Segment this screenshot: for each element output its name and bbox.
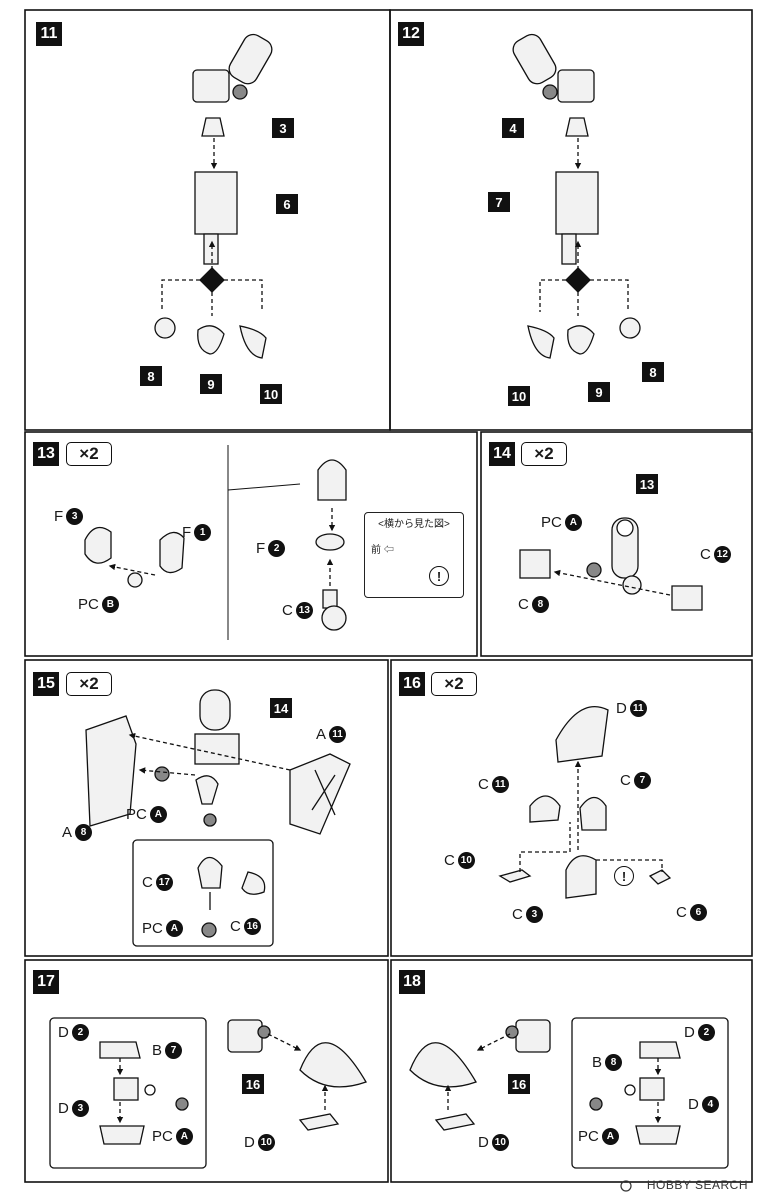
part-tag: 14: [270, 698, 292, 718]
step11-drawing: [154, 33, 273, 359]
part-tag: 13: [636, 474, 658, 494]
part-tag: 9: [588, 382, 610, 402]
step-number-15: 15: [33, 672, 59, 696]
step18-drawing: [409, 1017, 729, 1169]
part-tag: 4: [502, 118, 524, 138]
quantity-badge-14: ×2: [521, 442, 567, 466]
step12-drawing: [512, 33, 641, 359]
step-number-17: 17: [33, 970, 59, 994]
step-number-18: 18: [399, 970, 425, 994]
watermark-text: HOBBY SEARCH: [646, 1178, 748, 1192]
side-view-box: <横から見た図> 前 ⇦: [364, 512, 464, 598]
panel-frames: [24, 9, 753, 1183]
part-tag: 16: [508, 1074, 530, 1094]
part-tag: 10: [508, 386, 530, 406]
part-tag: 10: [260, 384, 282, 404]
step-number-12: 12: [398, 22, 424, 46]
step-number-11: 11: [36, 22, 62, 46]
part-tag: 8: [140, 366, 162, 386]
quantity-badge-16: ×2: [431, 672, 477, 696]
step16-drawing: [498, 705, 672, 899]
side-view-title: <横から見た図>: [378, 519, 450, 530]
step17-drawing: [49, 1017, 367, 1169]
part-tag: 7: [488, 192, 510, 212]
quantity-badge-15: ×2: [66, 672, 112, 696]
watermark-logo-icon: [620, 1180, 632, 1192]
warning-icon: !: [429, 566, 449, 586]
part-tag: 3: [272, 118, 294, 138]
step-number-13: 13: [33, 442, 59, 466]
part-tag: 6: [276, 194, 298, 214]
part-tag: 16: [242, 1074, 264, 1094]
step-number-14: 14: [489, 442, 515, 466]
front-label: 前 ⇦: [371, 545, 394, 556]
step-number-16: 16: [399, 672, 425, 696]
step15-drawing: [85, 689, 351, 947]
warning-icon: !: [614, 866, 634, 886]
part-tag: 8: [642, 362, 664, 382]
step14-drawing: [519, 517, 703, 611]
part-tag: 9: [200, 374, 222, 394]
quantity-badge-13: ×2: [66, 442, 112, 466]
